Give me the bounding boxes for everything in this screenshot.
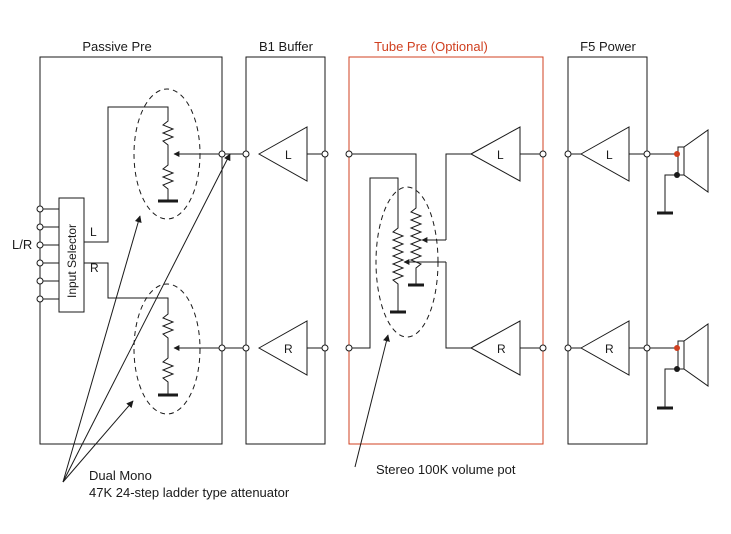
power-left-out-node — [643, 150, 651, 158]
tube-right-label: R — [497, 342, 506, 356]
input-selector-box — [58, 197, 85, 313]
buffer-right-in-node — [242, 344, 250, 352]
tube-pre-title: Tube Pre (Optional) — [374, 39, 488, 54]
tube-right-out-node — [539, 344, 547, 352]
attenuator-arrow-1 — [62, 215, 142, 483]
tube-left-out-node — [539, 150, 547, 158]
power-left-label: L — [606, 148, 613, 162]
power-left-in-node — [564, 150, 572, 158]
right-attenuator-outline — [133, 283, 201, 415]
tube-left-input-wire — [352, 153, 417, 200]
tube-left-in-node — [345, 150, 353, 158]
attenuator-note-line2: 47K 24-step ladder type attenuator — [89, 485, 290, 500]
right-input-wire — [84, 262, 169, 310]
right-attenuator — [158, 310, 246, 397]
tube-pre-block — [348, 56, 544, 445]
passive-right-out-node — [218, 344, 226, 352]
buffer-left-in-node — [242, 150, 250, 158]
tube-right-amp-in-wire — [445, 262, 471, 349]
f5-power-title: F5 Power — [580, 39, 636, 54]
left-attenuator — [158, 117, 246, 203]
attenuator-arrow-2 — [62, 400, 134, 483]
tube-right-input-wire — [352, 177, 399, 349]
power-right-out-node — [643, 344, 651, 352]
volume-pot-arrow — [354, 334, 390, 468]
buffer-right-label: R — [284, 342, 293, 356]
passive-pre-title: Passive Pre — [82, 39, 151, 54]
selector-left-label: L — [90, 225, 97, 239]
tube-left-label: L — [497, 148, 504, 162]
left-speaker-icon — [650, 129, 709, 215]
buffer-left-label: L — [285, 148, 292, 162]
attenuator-arrow-3 — [62, 153, 231, 483]
volume-pot-outline — [375, 186, 439, 338]
b1-buffer-title: B1 Buffer — [259, 39, 314, 54]
volume-pot-note: Stereo 100K volume pot — [376, 462, 516, 477]
b1-buffer-block — [245, 56, 326, 445]
input-connectors — [36, 205, 59, 303]
lr-input-label: L/R — [12, 237, 32, 252]
power-right-in-node — [564, 344, 572, 352]
buffer-right-out-node — [321, 344, 329, 352]
attenuator-note-line1: Dual Mono — [89, 468, 152, 483]
f5-power-block — [567, 56, 648, 445]
tube-right-in-node — [345, 344, 353, 352]
power-right-label: R — [605, 342, 614, 356]
left-attenuator-outline — [133, 88, 201, 220]
stereo-volume-pot — [390, 200, 446, 314]
left-input-wire — [84, 106, 169, 243]
tube-left-amp-in-wire — [445, 153, 471, 240]
buffer-left-out-node — [321, 150, 329, 158]
passive-left-out-node — [218, 150, 226, 158]
right-speaker-icon — [650, 323, 709, 410]
input-selector-label: Input Selector — [65, 224, 79, 298]
selector-right-label: R — [90, 261, 99, 275]
